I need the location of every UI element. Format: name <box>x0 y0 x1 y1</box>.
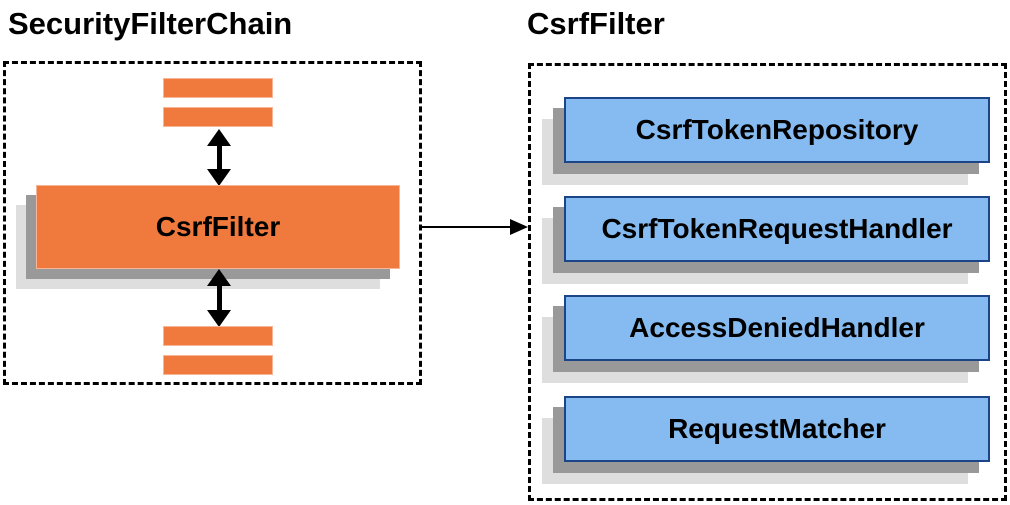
arrowhead-up-icon <box>207 269 231 286</box>
arrowhead-down-icon <box>207 169 231 186</box>
component-label: CsrfTokenRequestHandler <box>601 213 953 244</box>
arrowhead-right-icon <box>510 219 528 235</box>
bidirectional-arrow-icon <box>207 269 231 327</box>
csrf-filter-box-label: CsrfFilter <box>155 211 281 242</box>
bidirectional-arrow-icon <box>207 129 231 186</box>
filter-placeholder-bar <box>163 355 273 375</box>
csrf-filter-container: CsrfTokenRepository CsrfTokenRequestHand… <box>528 63 1007 501</box>
component-box-csrf-token-request-handler: CsrfTokenRequestHandler <box>564 196 990 262</box>
arrow-shaft <box>216 286 222 310</box>
component-box-csrf-token-repository: CsrfTokenRepository <box>564 97 990 163</box>
arrow-shaft <box>216 146 222 169</box>
filter-placeholder-bar <box>163 326 273 346</box>
component-label: AccessDeniedHandler <box>629 312 925 343</box>
filter-placeholder-bar <box>163 78 273 98</box>
csrf-filter-title: CsrfFilter <box>527 6 665 41</box>
arrowhead-down-icon <box>207 310 231 327</box>
arrowhead-up-icon <box>207 129 231 146</box>
security-filter-chain-container: CsrfFilter <box>3 61 422 385</box>
csrf-filter-box: CsrfFilter <box>36 185 400 269</box>
flow-arrow-icon <box>422 219 528 235</box>
filter-placeholder-bar <box>163 107 273 127</box>
component-label: RequestMatcher <box>668 413 886 444</box>
component-label: CsrfTokenRepository <box>635 114 919 145</box>
security-filter-chain-title: SecurityFilterChain <box>8 6 293 41</box>
component-box-request-matcher: RequestMatcher <box>564 396 990 462</box>
component-box-access-denied-handler: AccessDeniedHandler <box>564 295 990 361</box>
arrow-shaft <box>422 226 512 228</box>
